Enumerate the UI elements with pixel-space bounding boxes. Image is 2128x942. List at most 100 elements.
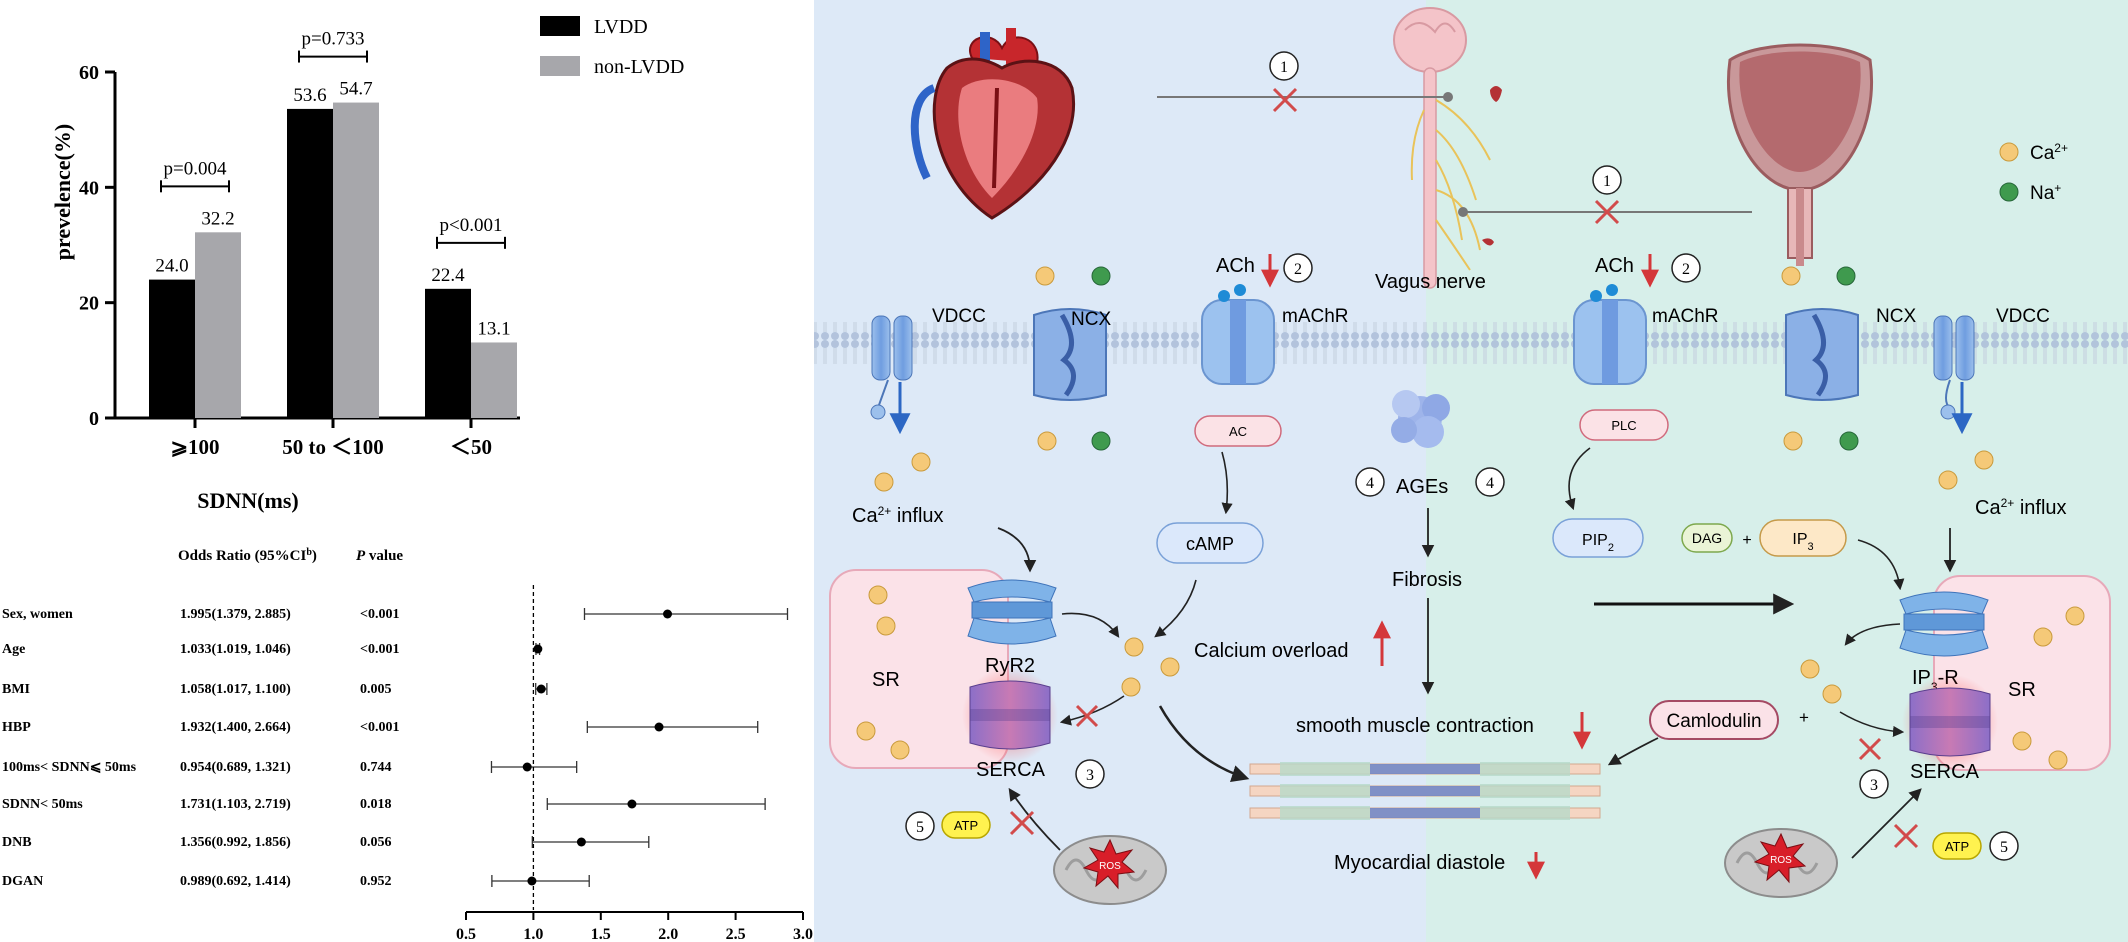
calcium-ion-icon (876, 616, 896, 636)
ros-label: ROS (1099, 861, 1121, 872)
forest-point (536, 684, 546, 694)
calcium-ion-icon (1800, 659, 1820, 679)
bar-chart-x-tick-label: ⩾100 (170, 435, 219, 459)
ros-burst-icon (1082, 838, 1136, 890)
bar-chart-y-tick-label: 0 (89, 408, 99, 430)
vdcc-label: VDCC (1996, 306, 2050, 327)
ach-label: ACh (1216, 255, 1255, 277)
forest-point (627, 799, 637, 809)
forest-axis-tick-label: 2.0 (658, 926, 678, 942)
calcium-ion-icon (1121, 677, 1141, 697)
calcium-ion-icon (1035, 266, 1055, 286)
forest-row-label: Sex, women (2, 607, 73, 622)
camp-pill (1156, 522, 1264, 564)
vdcc-channel-icon (870, 315, 913, 435)
plc-label: PLC (1611, 418, 1636, 433)
forest-row-or: 1.356(0.992, 1.856) (180, 835, 291, 850)
step-number-circle (1989, 831, 2019, 861)
forest-row-label: BMI (2, 682, 30, 697)
calcium-ion-icon (2033, 627, 2053, 647)
forest-point (663, 609, 673, 619)
forest-row-p: 0.744 (360, 760, 392, 775)
p-value-label: p=0.004 (164, 158, 227, 179)
bar-chart-y-tick-label: 40 (79, 177, 99, 199)
forest-axis-tick-label: 1.0 (523, 926, 543, 942)
step-number-circle (905, 811, 935, 841)
ros-to-serca-arrow (1008, 787, 1061, 851)
pip2-label: PIP2 (1582, 532, 1614, 554)
forest-row-p: 0.005 (360, 682, 392, 697)
smooth-muscle-contraction-label: smooth muscle contraction (1296, 715, 1534, 737)
ncx-label: NCX (1876, 306, 1916, 327)
fibrosis-label: Fibrosis (1392, 569, 1462, 591)
calcium-to-serca-arrow (1059, 695, 1125, 726)
step-number-circle (1355, 467, 1385, 497)
camp-label: cAMP (1186, 534, 1234, 554)
forest-row-or: 1.995(1.379, 2.885) (180, 607, 291, 622)
step-number-circle (1859, 769, 1889, 799)
ros-label: ROS (1770, 855, 1792, 866)
ip3r-to-calcium-arrow (1844, 623, 1901, 646)
forest-header-or: Odds Ratio (95%CIb) (178, 547, 317, 565)
bar-chart-x-tick-label: 50 to ＜100 (282, 435, 384, 459)
forest-header-p: P value (356, 548, 403, 564)
calcium-ion-icon (911, 452, 931, 472)
machr-label: mAChR (1652, 306, 1719, 327)
calcium-ion-icon (2065, 606, 2085, 626)
forest-row-label: Age (2, 642, 25, 657)
forest-row-label: 100ms< SDNN⩽ 50ms (2, 760, 137, 775)
p-value-label: p<0.001 (440, 215, 503, 236)
blocked-cross-icon (1858, 737, 1882, 761)
heart-vagus-node (1443, 92, 1453, 102)
heart-icon (910, 28, 1075, 220)
ip3-receptor-icon (1899, 591, 1989, 657)
legend-label-non-lvdd: non-LVDD (594, 56, 684, 78)
ca-influx-label: Ca2+ influx (852, 504, 944, 527)
forest-row-label: DGAN (2, 874, 43, 889)
atp-pill (1932, 832, 1982, 860)
forest-axis-tick-label: 0.5 (456, 926, 476, 942)
step-number-label: 3 (1086, 767, 1094, 784)
sodium-ion-icon (1836, 266, 1856, 286)
forest-row-or: 0.989(0.692, 1.414) (180, 874, 291, 889)
forest-row-p: <0.001 (360, 607, 399, 622)
step-number-circle (1671, 253, 1701, 283)
plc-to-pip2-arrow (1564, 447, 1591, 511)
camp-to-calcium-arrow (1154, 579, 1197, 638)
ryr2-to-calcium-arrow (1061, 612, 1120, 638)
ages-protein-icon (1391, 390, 1450, 448)
ip3-label: IP3 (1792, 531, 1813, 553)
step-number-label: 4 (1366, 475, 1374, 492)
step-number-label: 2 (1294, 261, 1302, 278)
cell-membrane (814, 322, 2128, 364)
bar-value-label: 32.2 (201, 208, 234, 229)
bar-chart-x-axis: ⩾100 50 to ＜100 ＜50 (170, 418, 492, 459)
camlodulin-pill (1649, 700, 1779, 740)
sodium-ion-icon (1091, 431, 1111, 451)
p-value-label: p=0.733 (302, 29, 365, 50)
calcium-ion-icon (868, 585, 888, 605)
forest-row-p: <0.001 (360, 720, 399, 735)
forest-row-p: 0.056 (360, 835, 392, 850)
calcium-ion-icon (856, 721, 876, 741)
forest-row-label: HBP (2, 720, 31, 735)
bar-chart-x-tick-label: ＜50 (450, 435, 492, 459)
sodium-legend-icon (1999, 182, 2019, 202)
bar-chart-x-label: SDNN(ms) (197, 488, 298, 513)
bar-lvdd (287, 108, 333, 418)
diagram-heart-side-background (814, 0, 1426, 942)
ip3-pill (1759, 519, 1847, 557)
vagus-nerve-label: Vagus nerve (1375, 271, 1486, 293)
calcium-legend-label: Ca2+ (2030, 141, 2068, 164)
ca-influx-label: Ca2+ influx (1975, 496, 2067, 519)
calcium-ion-icon (1938, 470, 1958, 490)
sr-label: SR (2008, 679, 2036, 701)
forest-point (527, 876, 537, 886)
ip3-to-ip3r-arrow (1857, 539, 1905, 591)
forest-row-label: DNB (2, 835, 32, 850)
legend-swatch-non-lvdd (540, 56, 580, 76)
calcium-overload-label: Calcium overload (1194, 640, 1349, 662)
